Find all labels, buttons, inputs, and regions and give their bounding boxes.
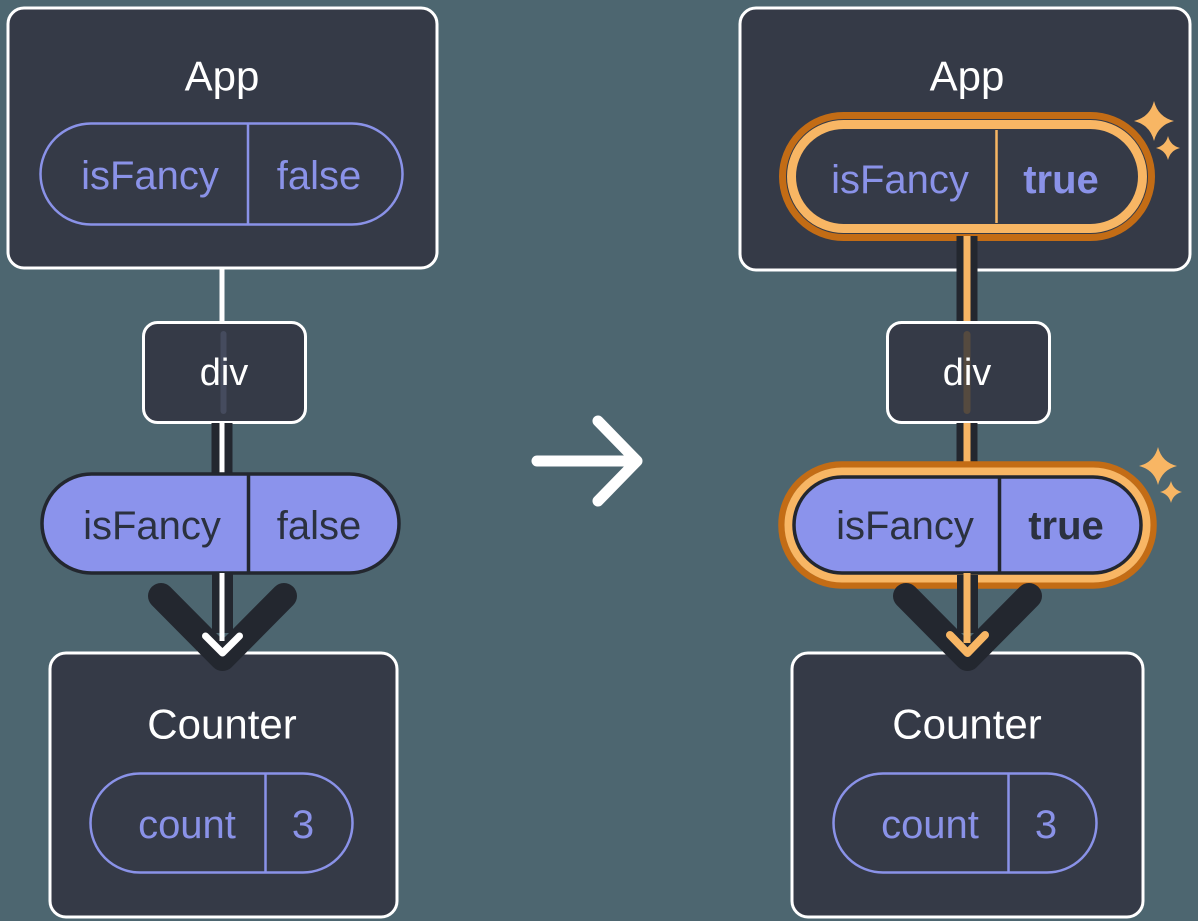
passed-prop-value-label: true: [1028, 504, 1104, 548]
counter-title: Counter: [147, 701, 296, 748]
arrow-core-chevron: [946, 631, 989, 657]
connector-core-line: [963, 423, 971, 476]
app-prop-pill-highlighted: isFancy true: [779, 112, 1155, 241]
highlight-ring-inner: [787, 120, 1147, 233]
connector-core-line: [963, 236, 971, 324]
arrow-chevron: [148, 583, 297, 671]
transition-arrow-icon: [531, 415, 643, 507]
sparkle-icon-small-bottom: [1160, 481, 1182, 503]
div-to-prop-connector: [211, 423, 233, 476]
sparkle-icon-large-bottom: [1139, 447, 1177, 485]
passed-prop-name-label: isFancy: [83, 504, 221, 548]
state-pill-border: [832, 772, 1098, 874]
div-label: div: [943, 352, 992, 394]
arrow-core-chevron: [202, 632, 243, 657]
state-value-label: 3: [292, 803, 314, 847]
passed-prop-value-label: false: [277, 504, 362, 548]
prop-arrow: [148, 573, 297, 671]
prop-name-label: isFancy: [81, 154, 219, 198]
passed-prop-name-label: isFancy: [836, 504, 974, 548]
counter-state-pill: count 3: [89, 772, 354, 874]
app-title: App: [930, 53, 1005, 100]
arrow-core-line: [219, 573, 225, 641]
arrow-core-line: [963, 573, 971, 643]
arrow-chevron: [893, 583, 1042, 671]
counter-card: [48, 651, 399, 919]
app-to-div-connector: [219, 268, 225, 324]
prop-value-label: true: [1023, 158, 1099, 202]
counter-card: [790, 651, 1145, 919]
counter-state-pill: count 3: [832, 772, 1098, 874]
state-pill-border: [89, 772, 354, 874]
div-thread-line: [963, 331, 971, 414]
div-thread-line: [220, 331, 227, 414]
transition-arrow-head: [592, 415, 643, 507]
app-card: [6, 6, 439, 270]
panel-after: App isFancy true div Counter co: [738, 6, 1192, 919]
prop-name-label: isFancy: [831, 158, 969, 202]
passed-prop-pill-highlighted: isFancy true: [778, 461, 1157, 589]
prop-arrow: [893, 573, 1042, 671]
app-prop-pill: isFancy false: [39, 122, 404, 226]
panel-before: App isFancy false div Counter count 3: [6, 6, 439, 919]
connector-core-line: [219, 423, 225, 476]
state-name-label: count: [138, 803, 236, 847]
state-value-label: 3: [1035, 803, 1057, 847]
counter-title: Counter: [892, 701, 1041, 748]
app-to-div-connector: [956, 236, 978, 324]
prop-pill-border: [39, 122, 404, 226]
div-label: div: [200, 352, 249, 394]
prop-value-label: false: [277, 154, 362, 198]
passed-prop-pill: isFancy false: [40, 472, 401, 575]
app-title: App: [185, 53, 260, 100]
state-name-label: count: [881, 803, 979, 847]
